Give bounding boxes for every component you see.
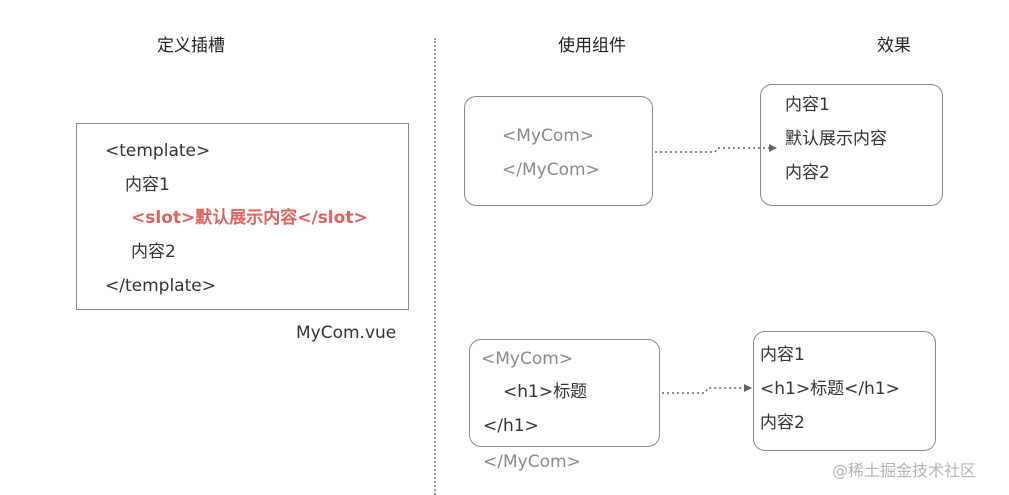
arrow-usage-to-result-2: [662, 384, 752, 394]
result-box-1: 内容1 默认展示内容 内容2: [760, 84, 943, 206]
heading-define-slot: 定义插槽: [157, 36, 225, 56]
result-1-content-1: 内容1: [785, 95, 830, 115]
content-2-line: 内容2: [131, 242, 176, 262]
filename-label: MyCom.vue: [296, 323, 397, 343]
column-divider: [434, 38, 436, 495]
result-box-2: 内容1 <h1>标题</h1> 内容2: [753, 331, 936, 451]
h1-close-tag: </h1>: [483, 416, 539, 436]
h1-title-line: <h1>标题: [503, 382, 588, 402]
heading-effect: 效果: [877, 36, 911, 56]
result-1-content-2: 内容2: [785, 163, 830, 183]
slot-definition-box: <template> 内容1 <slot>默认展示内容</slot> 内容2 <…: [76, 123, 409, 310]
template-open-tag: <template>: [105, 141, 211, 161]
mycom-open-tag-1: <MyCom>: [502, 126, 595, 146]
template-close-tag: </template>: [105, 276, 216, 296]
usage-box-2: [469, 339, 660, 447]
result-2-h1-title: <h1>标题</h1>: [760, 379, 900, 399]
result-2-content-1: 内容1: [760, 345, 805, 365]
content-1-line: 内容1: [125, 175, 170, 195]
watermark: @稀土掘金技术社区: [832, 461, 977, 480]
heading-use-component: 使用组件: [558, 36, 626, 56]
arrow-usage-to-result-1: [655, 144, 777, 153]
mycom-close-tag-1: </MyCom>: [502, 160, 600, 180]
mycom-open-tag-2: <MyCom>: [481, 349, 574, 369]
usage-box-1: <MyCom> </MyCom>: [464, 96, 653, 206]
slot-default-content-line: <slot>默认展示内容</slot>: [131, 208, 368, 228]
result-2-content-2: 内容2: [760, 413, 805, 433]
result-1-default-content: 默认展示内容: [785, 129, 887, 149]
mycom-close-tag-2: </MyCom>: [483, 452, 581, 472]
